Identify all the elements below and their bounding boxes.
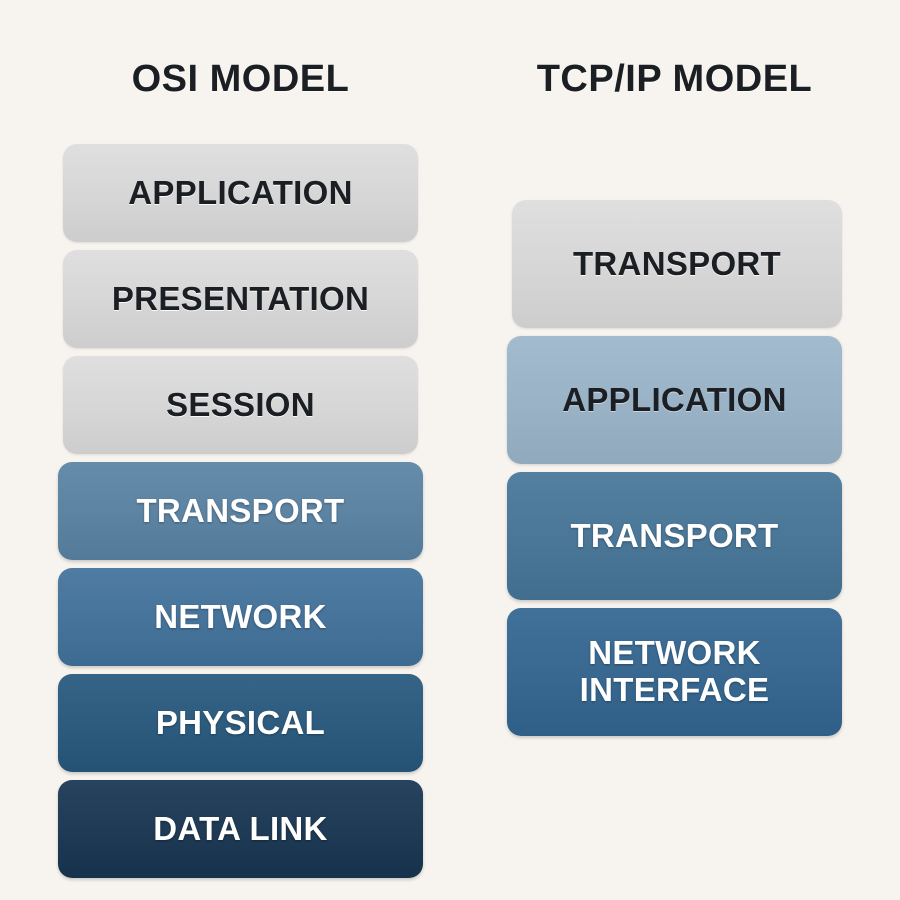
tcpip-layer-transport[interactable]: TRANSPORT [507,472,842,600]
osi-layer-network[interactable]: NETWORK [58,568,423,666]
osi-model-column: OSI MODEL APPLICATION PRESENTATION SESSI… [58,0,423,878]
tcpip-layer-network-interface[interactable]: NETWORK INTERFACE [507,608,842,736]
osi-layer-data-link[interactable]: DATA LINK [58,780,423,878]
osi-layer-session[interactable]: SESSION [63,356,418,454]
osi-layer-presentation[interactable]: PRESENTATION [63,250,418,348]
tcpip-model-title: TCP/IP MODEL [536,58,813,100]
tcpip-model-column: TCP/IP MODEL TRANSPORT APPLICATION TRANS… [507,0,842,736]
tcpip-layer-transport-top[interactable]: TRANSPORT [512,200,842,328]
osi-model-title: OSI MODEL [131,58,350,100]
osi-layer-stack: APPLICATION PRESENTATION SESSION TRANSPO… [58,144,423,886]
osi-layer-physical[interactable]: PHYSICAL [58,674,423,772]
tcpip-layer-stack: TRANSPORT APPLICATION TRANSPORT NETWORK … [507,200,842,744]
tcpip-layer-application[interactable]: APPLICATION [507,336,842,464]
osi-layer-transport[interactable]: TRANSPORT [58,462,423,560]
osi-layer-application[interactable]: APPLICATION [63,144,418,242]
